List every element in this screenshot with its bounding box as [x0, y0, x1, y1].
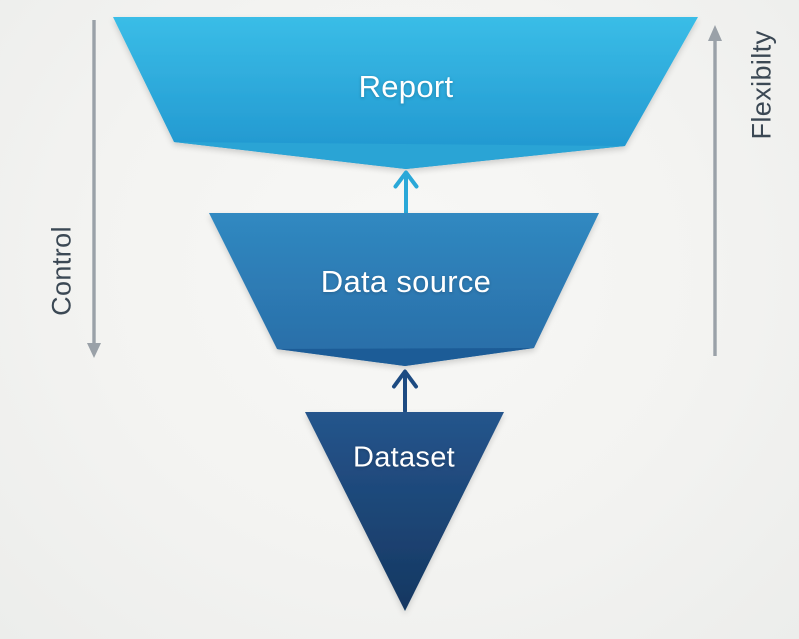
dataset-shape — [305, 412, 504, 611]
chevron-up-icon — [393, 170, 419, 189]
connector-arrow-dataset-to-datasource — [392, 369, 418, 413]
arrow-up-icon — [708, 25, 722, 41]
control-axis-arrow — [87, 20, 101, 358]
connector-arrow-datasource-to-report — [393, 170, 419, 215]
report-shape — [113, 17, 698, 169]
datasource-shape — [209, 213, 599, 366]
arrow-down-icon — [87, 343, 101, 358]
flexibility-axis-arrow — [708, 25, 722, 356]
chevron-up-icon — [392, 369, 418, 389]
report-fold — [174, 142, 625, 169]
datasource-fold — [277, 348, 534, 366]
